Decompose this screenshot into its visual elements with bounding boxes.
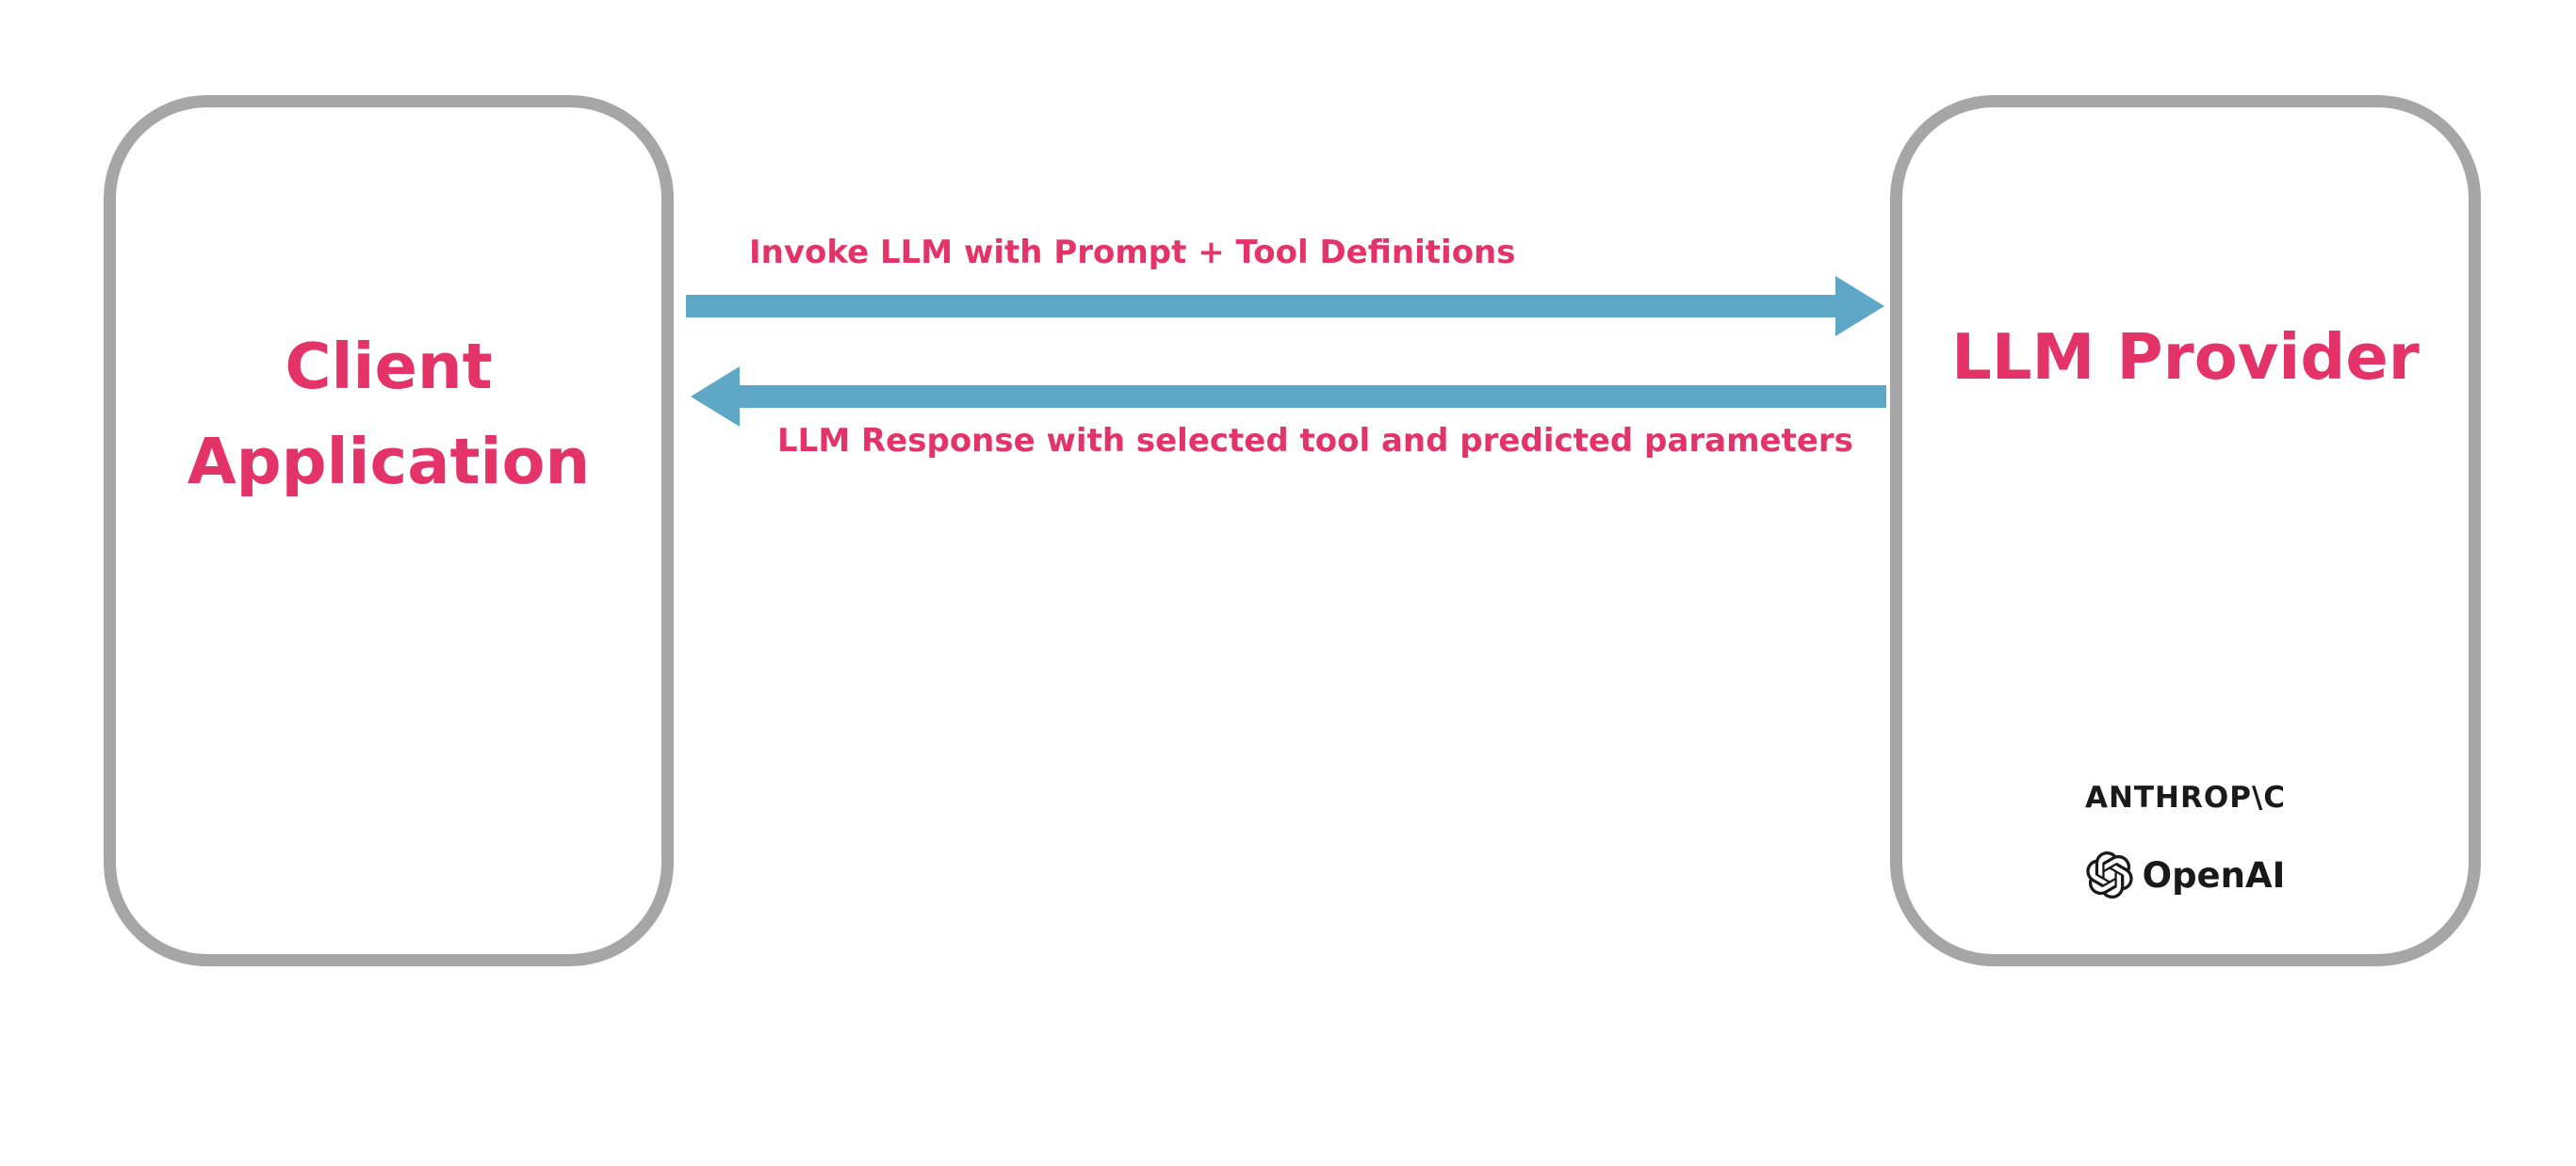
llm-provider-box: LLM Provider ANTHROP\C OpenAI [1890,95,2481,966]
response-arrow-shaft [738,385,1886,408]
client-application-title: Client Application [187,330,591,498]
openai-logo-wordmark: OpenAI [2142,854,2286,896]
anthropic-logo: ANTHROP\C [2084,781,2287,815]
openai-logo-icon [2086,851,2133,899]
response-arrow-label: LLM Response with selected tool and pred… [777,422,1853,460]
request-arrow-label: Invoke LLM with Prompt + Tool Definition… [749,234,1516,271]
request-arrow-shaft [686,295,1837,317]
openai-logo: OpenAI [1902,851,2469,899]
client-application-box: Client Application [104,95,674,966]
llm-provider-title: LLM Provider [1951,320,2420,394]
response-arrow-head-icon [691,366,740,427]
request-arrow-head-icon [1835,276,1884,336]
